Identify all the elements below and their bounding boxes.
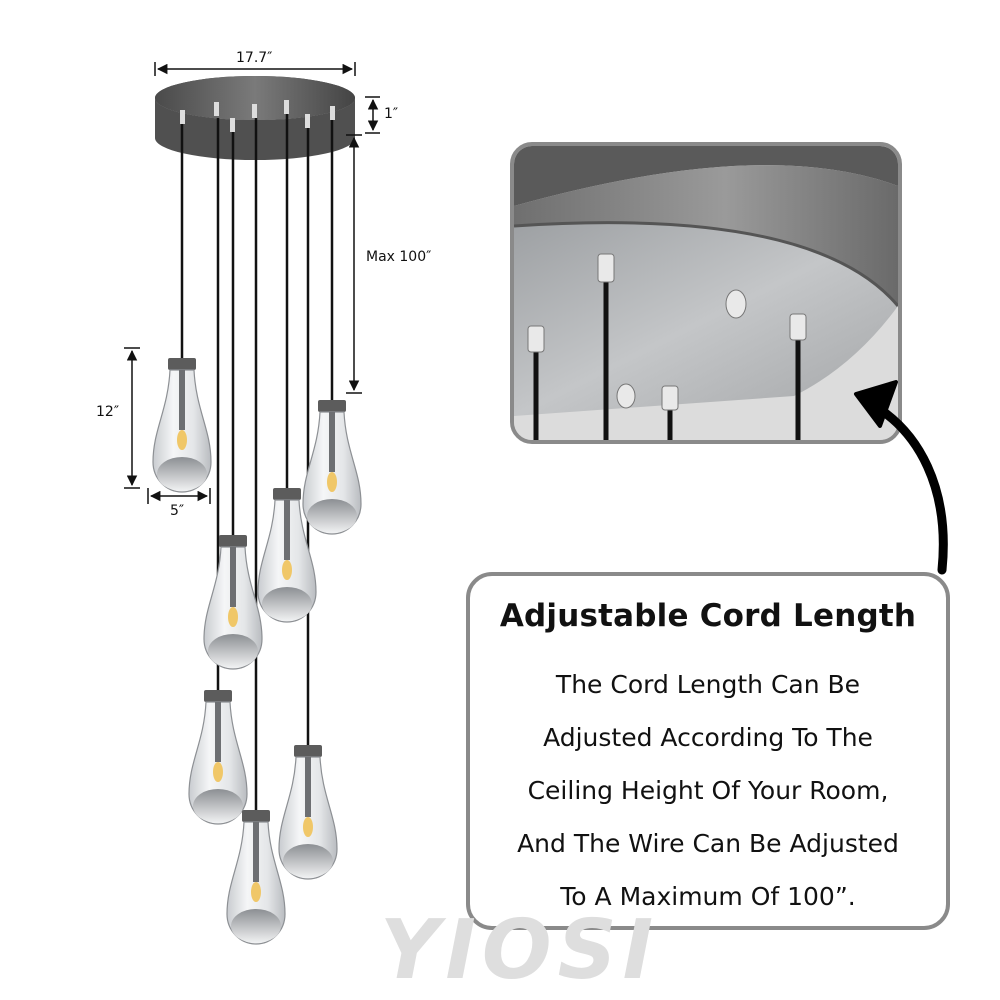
curved-arrow-icon [854, 380, 948, 575]
cord-length-label: Max 100″ [366, 249, 432, 265]
brand-watermark: YIOSI [380, 903, 660, 998]
pendant-shade [226, 810, 286, 945]
dimension-lines [124, 62, 380, 504]
callout-body: The Cord Length Can Be Adjusted Accordin… [494, 658, 922, 923]
callout-line: And The Wire Can Be Adjusted [517, 829, 899, 858]
chandelier-illustration [124, 62, 380, 945]
callout-heading: Adjustable Cord Length [499, 598, 917, 634]
callout-line: The Cord Length Can Be [555, 670, 861, 699]
shade-height-label: 12″ [96, 404, 120, 420]
callout-line: Ceiling Height Of Your Room, [527, 776, 889, 805]
pendant-shade [152, 358, 212, 493]
width-dimension-label: 17.7″ [236, 50, 273, 66]
pendant-shades [152, 358, 362, 945]
callout-line: Adjusted According To The [543, 723, 873, 752]
pendant-shade [278, 745, 338, 880]
canopy-closeup-photo [510, 142, 902, 444]
canopy-height-label: 1″ [384, 106, 399, 122]
shade-width-label: 5″ [170, 503, 185, 519]
pendant-shade [203, 535, 263, 670]
pendant-shade [257, 488, 317, 623]
callout-line: To A Maximum Of 100”. [560, 882, 856, 911]
cord-length-callout: Adjustable Cord Length The Cord Length C… [466, 572, 950, 930]
pendant-shade [302, 400, 362, 535]
pendant-shade [188, 690, 248, 825]
